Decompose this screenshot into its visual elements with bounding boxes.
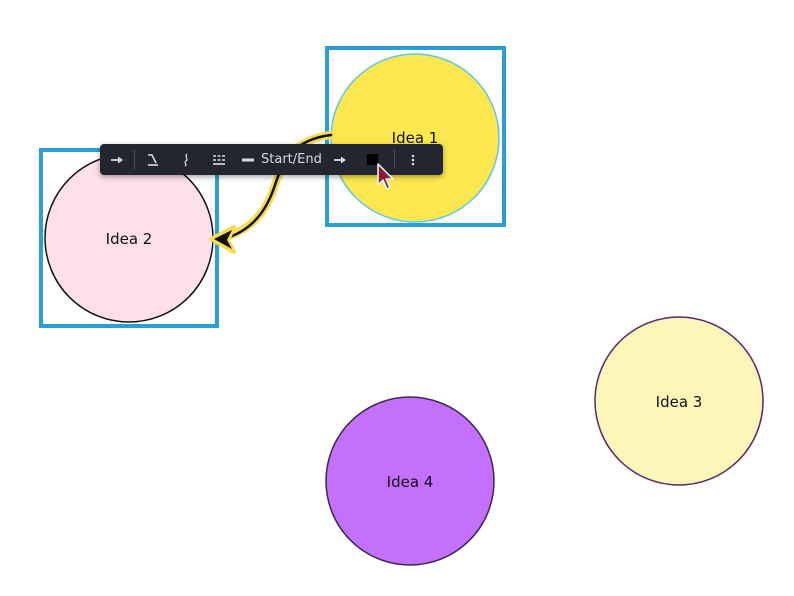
line-color-swatch [367, 154, 379, 165]
node-idea-3-label: Idea 3 [656, 393, 703, 411]
node-idea-4-label: Idea 4 [387, 473, 434, 491]
node-idea-4[interactable]: Idea 4 [325, 396, 495, 566]
more-options-button[interactable] [395, 144, 431, 175]
line-weight-button[interactable] [237, 144, 259, 175]
arrow-end-icon [333, 156, 346, 163]
curve-line-button[interactable] [171, 144, 201, 175]
dashed-line-button[interactable] [201, 144, 237, 175]
node-idea-2[interactable]: Idea 2 [44, 153, 214, 323]
start-end-label: Start/End [261, 152, 322, 167]
connector-arrowhead [214, 230, 232, 249]
start-end-button[interactable]: Start/End [259, 144, 328, 175]
arrow-right-icon [111, 156, 123, 163]
node-idea-3-shape[interactable] [594, 316, 764, 486]
line-weight-icon [242, 158, 254, 161]
elbow-line-button[interactable] [135, 144, 171, 175]
toolbar-separator [393, 150, 395, 169]
node-idea-4-shape[interactable] [325, 396, 495, 566]
elbow-line-icon [148, 153, 158, 166]
toolbar-separator [134, 150, 135, 169]
mouse-pointer-icon [377, 163, 394, 190]
arrow-end-button[interactable] [328, 144, 352, 175]
line-color-button[interactable] [352, 144, 394, 175]
connector-toolbar: Start/End [100, 144, 443, 175]
node-idea-1[interactable]: Idea 1 [330, 53, 500, 223]
arrow-type-button[interactable] [100, 144, 134, 175]
dashed-line-icon [213, 154, 225, 165]
node-idea-3[interactable]: Idea 3 [594, 316, 764, 486]
curve-line-icon [184, 153, 188, 167]
node-idea-1-label: Idea 1 [392, 129, 439, 147]
more-vertical-icon [411, 154, 415, 165]
node-idea-2-label: Idea 2 [106, 230, 153, 248]
